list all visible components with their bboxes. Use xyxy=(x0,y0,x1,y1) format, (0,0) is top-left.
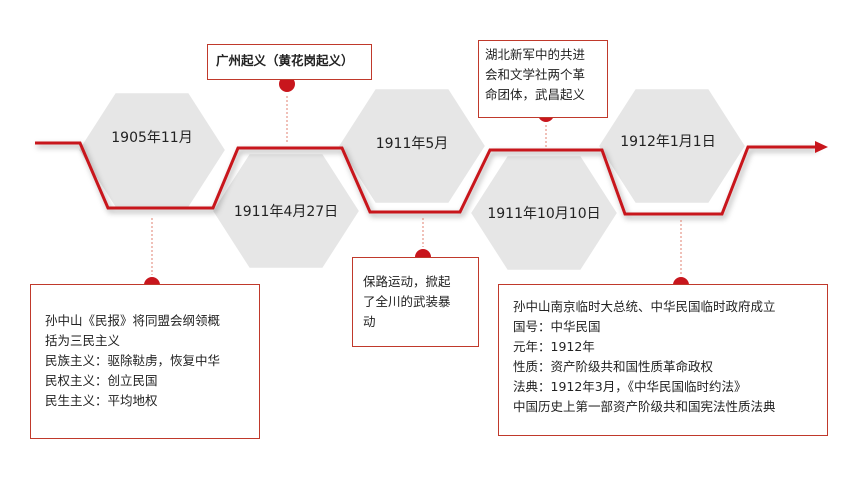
hex-1911-4-27 xyxy=(210,152,362,270)
note-1911-5-line-3: 动 xyxy=(363,314,376,329)
note-1912-line-3: 元年：1912年 xyxy=(513,339,595,354)
note-box-1911-4: 广州起义（黄花岗起义） xyxy=(207,44,372,80)
event-date-1905-11: 1905年11月 xyxy=(111,130,193,146)
timeline-arrow-head xyxy=(815,141,828,153)
note-box-1911-5: 保路运动，掀起 了全川的武装暴 动 xyxy=(352,257,479,347)
event-date-1911-10-10: 1911年10月10日 xyxy=(487,206,601,222)
note-box-1905: 孙中山《民报》将同盟会纲领概 括为三民主义 民族主义：驱除鞑虏，恢复中华 民权主… xyxy=(30,284,260,439)
note-1912-line-5: 法典：1912年3月，《中华民国临时约法》 xyxy=(513,379,747,394)
note-1911-10-line-2: 会和文学社两个革 xyxy=(485,67,586,82)
note-1912-line-2: 国号：中华民国 xyxy=(513,319,601,334)
note-1905-line-1: 孙中山《民报》将同盟会纲领概 xyxy=(45,313,221,328)
hex-1911-10-10 xyxy=(468,154,620,272)
hex-1912-1-1 xyxy=(596,87,748,205)
note-1905-line-5: 民生主义：平均地权 xyxy=(45,393,158,408)
note-1905-line-3: 民族主义：驱除鞑虏，恢复中华 xyxy=(45,353,221,368)
event-date-1911-4-27: 1911年4月27日 xyxy=(233,204,339,220)
connectors xyxy=(151,96,682,278)
note-1911-10-line-3: 命团体，武昌起义 xyxy=(485,87,586,102)
note-1912-line-6: 中国历史上第一部资产阶级共和国宪法性质法典 xyxy=(513,399,776,414)
event-date-1911-5: 1911年5月 xyxy=(375,136,449,152)
note-1911-5-line-1: 保路运动，掀起 xyxy=(363,274,451,289)
hex-1911-5 xyxy=(336,87,488,205)
note-1911-10-line-1: 湖北新军中的共进 xyxy=(485,47,586,62)
note-1905-line-4: 民权主义：创立民国 xyxy=(45,373,158,388)
note-box-1912: 孙中山南京临时大总统、中华民国临时政府成立 国号：中华民国 元年：1912年 性… xyxy=(498,284,828,436)
event-date-1912-1-1: 1912年1月1日 xyxy=(620,134,716,150)
note-1911-4-line-1: 广州起义（黄花岗起义） xyxy=(216,53,354,68)
note-1912-line-4: 性质：资产阶级共和国性质革命政权 xyxy=(513,359,714,374)
note-1912-line-1: 孙中山南京临时大总统、中华民国临时政府成立 xyxy=(513,299,776,314)
note-1905-line-2: 括为三民主义 xyxy=(45,333,121,348)
note-box-1911-10: 湖北新军中的共进 会和文学社两个革 命团体，武昌起义 xyxy=(478,40,608,118)
note-1911-5-line-2: 了全川的武装暴 xyxy=(363,294,451,309)
timeline-line xyxy=(35,141,815,216)
